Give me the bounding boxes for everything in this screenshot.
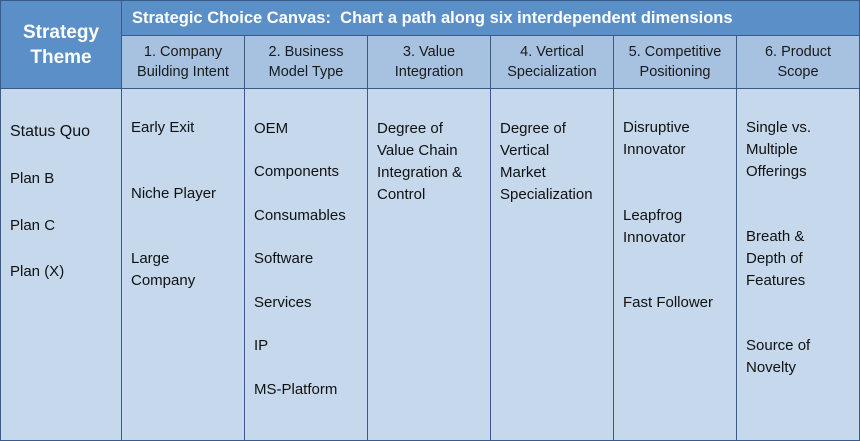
column-header-company-building-intent: 1. Company Building Intent <box>121 35 245 89</box>
column-header-vertical-specialization: 4. Vertical Specialization <box>490 35 614 89</box>
column-header-value-integration: 3. Value Integration <box>367 35 491 89</box>
option-item: Single vs. Multiple Offerings <box>746 119 812 180</box>
company-building-intent-column: Early Exit Niche Player Large Company <box>121 88 245 441</box>
theme-item: Plan (X) <box>10 263 65 280</box>
option-item: IP <box>254 337 269 354</box>
strategy-theme-column: Status Quo Plan B Plan C Plan (X) <box>0 88 122 441</box>
option-item: Leapfrog Innovator <box>623 207 686 246</box>
option-item: Services <box>254 294 312 311</box>
column-header-product-scope: 6. Product Scope <box>736 35 860 89</box>
value-integration-column: Degree of Value Chain Integration & Cont… <box>367 88 491 441</box>
canvas-title: Strategic Choice Canvas: Chart a path al… <box>121 0 860 36</box>
option-item: OEM <box>254 120 289 137</box>
option-item: Components <box>254 163 340 180</box>
option-item: MS-Platform <box>254 381 338 398</box>
product-scope-column: Single vs. Multiple Offerings Breath & D… <box>736 88 860 441</box>
option-item: Degree of Vertical Market Specialization <box>500 120 593 203</box>
strategy-theme-header: Strategy Theme <box>0 0 122 89</box>
option-item: Consumables <box>254 207 346 224</box>
option-item: Software <box>254 250 314 267</box>
option-item: Breath & Depth of Features <box>746 228 806 289</box>
column-header-competitive-positioning: 5. Competitive Positioning <box>613 35 737 89</box>
business-model-type-column: OEM Components Consumables Software Serv… <box>244 88 368 441</box>
vertical-specialization-column: Degree of Vertical Market Specialization <box>490 88 614 441</box>
option-item: Early Exit <box>131 119 195 136</box>
option-item: Degree of Value Chain Integration & Cont… <box>377 120 463 203</box>
theme-item: Plan C <box>10 217 56 234</box>
option-item: Large Company <box>131 250 196 289</box>
theme-item: Plan B <box>10 170 55 187</box>
competitive-positioning-column: Disruptive Innovator Leapfrog Innovator … <box>613 88 737 441</box>
option-item: Fast Follower <box>623 294 714 311</box>
theme-item: Status Quo <box>10 123 91 140</box>
option-item: Source of Novelty <box>746 337 811 376</box>
option-item: Disruptive Innovator <box>623 119 690 158</box>
column-header-business-model-type: 2. Business Model Type <box>244 35 368 89</box>
option-item: Niche Player <box>131 185 217 202</box>
